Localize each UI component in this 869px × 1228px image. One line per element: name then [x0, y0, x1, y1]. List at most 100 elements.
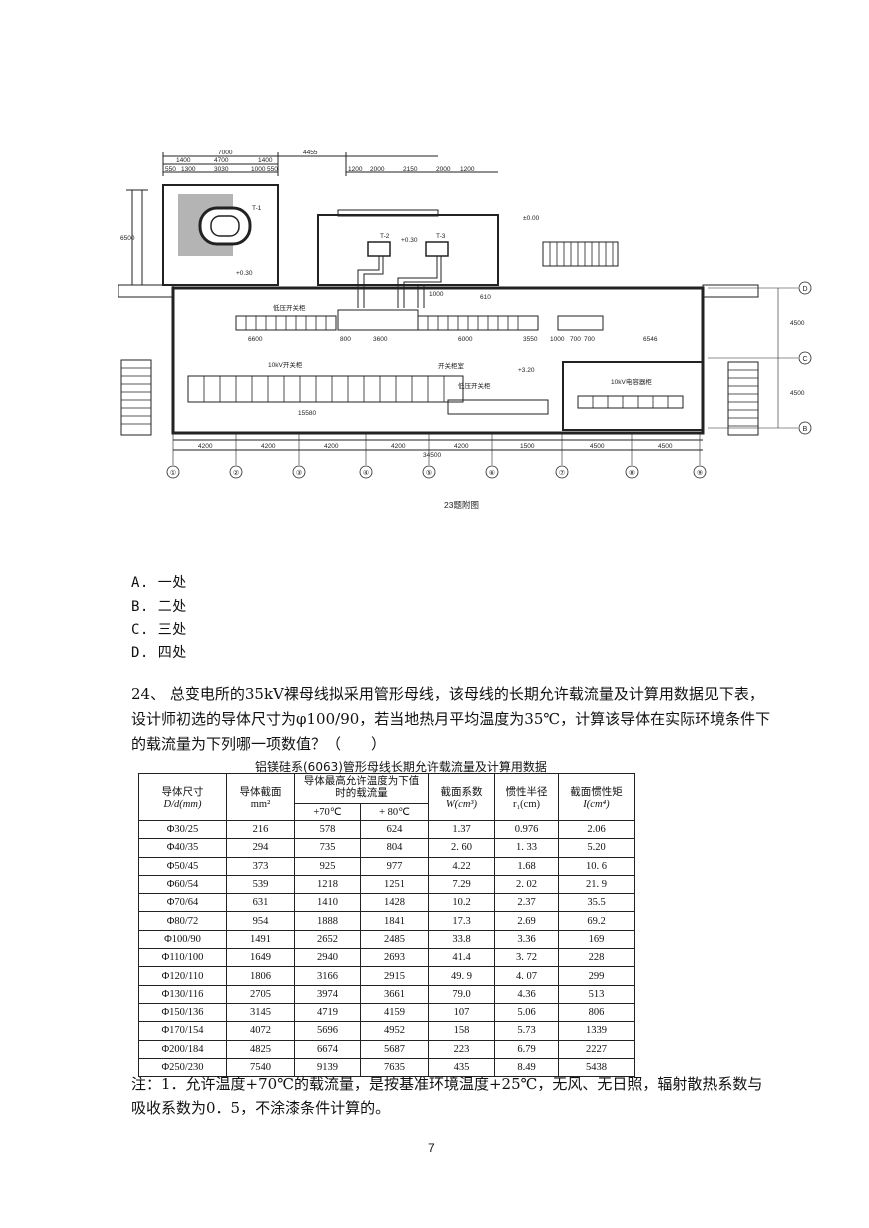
option-text: 二处 [157, 599, 187, 615]
table-cell: 373 [226, 856, 295, 876]
table-cell: 5.73 [494, 1021, 559, 1041]
axis-label: ⑦ [559, 469, 565, 477]
label-tiyun: 低压开关柜 [458, 381, 491, 390]
table-cell: 2693 [360, 948, 429, 968]
dim-left: 6500 [120, 235, 135, 242]
axis-label: ① [170, 469, 176, 477]
table-cell: Φ100/90 [138, 929, 227, 950]
table-cell: 804 [360, 838, 429, 858]
dim-top: 1200 [460, 166, 475, 173]
label-t1: T-1 [252, 205, 262, 212]
label-elev: +3.20 [518, 367, 535, 374]
table-cell: 6.79 [494, 1039, 559, 1059]
table-note: 注：1．允许温度+70℃的载流量，是按基准环境温度+25℃，无风、无日照，辐射散… [131, 1075, 763, 1117]
option-letter: A. [131, 575, 149, 591]
table-cell: 228 [558, 948, 635, 968]
table-cell: 2705 [226, 984, 295, 1004]
axis-label: ④ [363, 469, 369, 477]
table-cell: 1428 [360, 893, 429, 913]
header-t70: +70℃ [294, 802, 361, 822]
header-text: 导体尺寸 [161, 787, 204, 798]
dim-top: 2000 [436, 166, 451, 173]
table-cell: 806 [558, 1002, 635, 1023]
dim-top: 550 [267, 166, 278, 173]
table-cell: 169 [558, 929, 635, 950]
table-cell: 539 [226, 874, 295, 895]
table-cell: 10.2 [428, 893, 495, 913]
axis-label: ⑧ [629, 469, 635, 477]
dim-top: 3030 [214, 166, 229, 173]
table-cell: 2.06 [558, 819, 635, 840]
axis-label: ③ [296, 469, 302, 477]
table-cell: 7.29 [428, 874, 495, 895]
header-text: 截面惯性矩 [570, 787, 623, 798]
table-cell: 631 [226, 893, 295, 913]
table-cell: 79.0 [428, 984, 495, 1004]
table-cell: Φ200/184 [138, 1039, 227, 1059]
table-cell: 4825 [226, 1039, 295, 1059]
option-c: C. 三处 [131, 619, 187, 639]
table-cell: 5.06 [494, 1002, 559, 1023]
axis-label: D [802, 286, 807, 293]
table-cell: 21. 9 [558, 874, 635, 895]
label-elev: +0.30 [236, 270, 253, 277]
dim-top: 1200 [348, 166, 363, 173]
axis-label: ⑥ [489, 469, 495, 477]
dim-mid: 3600 [373, 336, 388, 343]
header-unit: I(cm⁴) [583, 799, 610, 810]
dim-inner: 15580 [298, 410, 316, 417]
option-a: A. 一处 [131, 572, 187, 592]
table-cell: 2652 [294, 929, 361, 950]
table-cell: Φ130/116 [138, 984, 227, 1004]
table-cell: Φ110/100 [138, 948, 227, 968]
table-cell: 513 [558, 984, 635, 1004]
option-letter: B. [131, 599, 149, 615]
table-cell: 35.5 [558, 893, 635, 913]
dim-mid: 6546 [643, 336, 658, 343]
dim-top: 1000 [251, 166, 266, 173]
table-cell: 4072 [226, 1021, 295, 1041]
table-cell: Φ60/54 [138, 874, 227, 895]
table-cell: 735 [294, 838, 361, 858]
table-cell: 2940 [294, 948, 361, 968]
header-text: 导体截面 [239, 787, 282, 798]
header-unit: W(cm³) [445, 799, 478, 810]
table-cell: 578 [294, 819, 361, 840]
table-cell: 2.69 [494, 911, 559, 931]
option-d: D. 四处 [131, 642, 187, 662]
table-cell: 107 [428, 1002, 495, 1023]
table-cell: 1491 [226, 929, 295, 950]
dim-mid: 700 [584, 336, 595, 343]
option-b: B. 二处 [131, 596, 187, 616]
table-cell: 1339 [558, 1021, 635, 1041]
dim-bottom: 4500 [590, 443, 605, 450]
dim-total: 34500 [423, 452, 441, 459]
table-cell: 1. 33 [494, 838, 559, 858]
header-unit: r₁(cm) [513, 799, 540, 810]
option-text: 四处 [157, 645, 187, 661]
table-cell: 4159 [360, 1002, 429, 1023]
axis-label: B [803, 426, 808, 433]
option-letter: C. [131, 622, 149, 638]
dim-mid: 6600 [248, 336, 263, 343]
table-cell: 925 [294, 856, 361, 876]
table-cell: Φ30/25 [138, 819, 227, 840]
table-cell: 5687 [360, 1039, 429, 1059]
table-cell: 954 [226, 911, 295, 931]
label-t2: T-2 [380, 233, 390, 240]
page-number: 7 [428, 1141, 435, 1155]
dim-mid: 1000 [429, 291, 444, 298]
option-text: 三处 [157, 622, 187, 638]
label-10kv-switchgear: 10kV开关柜 [268, 360, 303, 369]
